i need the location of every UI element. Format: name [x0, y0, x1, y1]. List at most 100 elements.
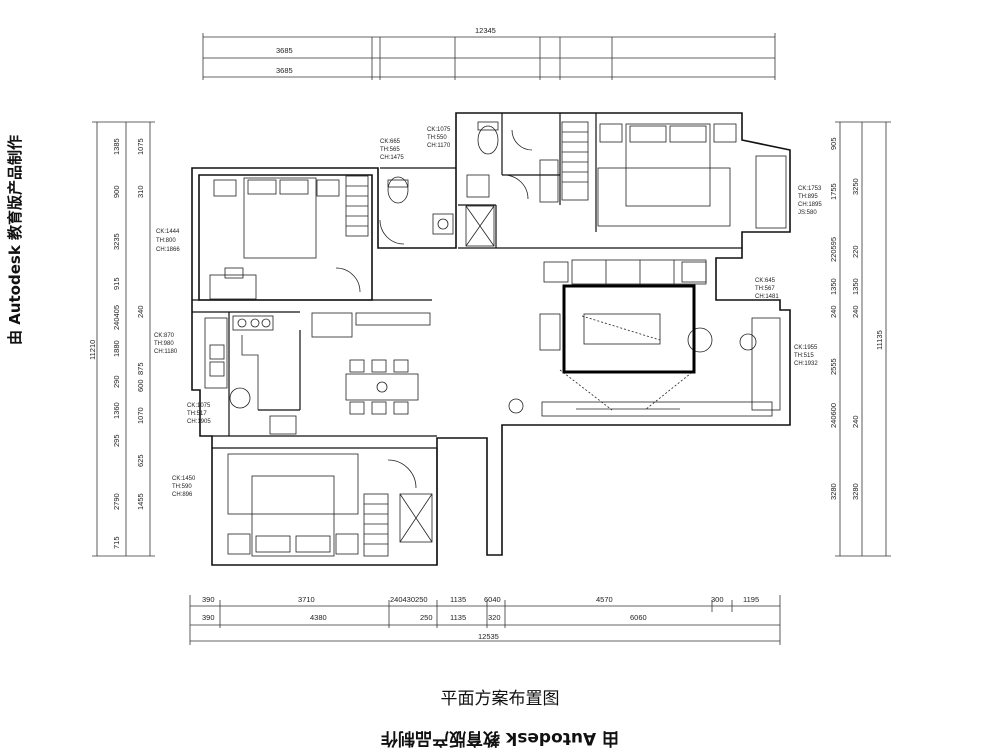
svg-text:TH:550: TH:550 — [427, 135, 447, 141]
svg-text:240: 240 — [136, 305, 145, 318]
svg-text:TH:567: TH:567 — [755, 286, 775, 292]
watermark-left: 由 Autodesk 教育版产品制作 — [6, 135, 24, 345]
svg-text:CH:1905: CH:1905 — [187, 419, 211, 425]
svg-text:CK:1075: CK:1075 — [187, 403, 211, 409]
svg-text:2555: 2555 — [829, 358, 838, 375]
svg-text:1070: 1070 — [136, 407, 145, 424]
svg-text:TH:515: TH:515 — [794, 353, 814, 359]
interior-walls — [192, 113, 742, 565]
svg-text:TH:565: TH:565 — [380, 147, 400, 153]
svg-text:CH:1895: CH:1895 — [798, 202, 822, 208]
note-master-bedroom: CK:1444 TH:800 CH:1866 — [156, 229, 180, 253]
svg-text:3280: 3280 — [829, 483, 838, 500]
svg-text:TH:517: TH:517 — [187, 411, 207, 417]
svg-text:240: 240 — [851, 305, 860, 318]
svg-text:CK:870: CK:870 — [154, 333, 175, 339]
bottom-dimensions — [189, 595, 781, 645]
note-dining-left: CK:1075 TH:517 CH:1905 — [187, 403, 211, 425]
bedroom-right-furniture — [561, 121, 787, 229]
svg-text:TH:980: TH:980 — [154, 341, 174, 347]
svg-text:CK:1444: CK:1444 — [156, 229, 180, 235]
svg-text:CH:1475: CH:1475 — [380, 155, 404, 161]
svg-text:TH:895: TH:895 — [798, 194, 818, 200]
svg-text:TH:800: TH:800 — [156, 238, 176, 244]
svg-text:240600: 240600 — [829, 403, 838, 428]
bedroom-left-furniture — [209, 175, 369, 300]
svg-text:905: 905 — [829, 137, 838, 150]
right-dim-total: 11135 — [875, 330, 884, 350]
svg-text:4570: 4570 — [596, 595, 613, 604]
svg-text:CK:1955: CK:1955 — [794, 345, 818, 351]
svg-text:CH:1866: CH:1866 — [156, 247, 180, 253]
svg-text:240: 240 — [829, 305, 838, 318]
exterior-walls — [191, 112, 791, 566]
svg-text:1385: 1385 — [112, 138, 121, 155]
svg-text:CH:1481: CH:1481 — [755, 294, 779, 300]
note-living-right: CK:645 TH:567 CH:1481 — [755, 278, 779, 300]
note-kitchen: CK:870 TH:980 CH:1180 — [154, 333, 178, 355]
bottom-dim-row1: 390 3710 240430250 1135 6040 4570 300 11… — [202, 595, 759, 604]
svg-text:2790: 2790 — [112, 493, 121, 510]
bottom-bedroom-furniture — [227, 453, 433, 557]
note-living-window: CK:1955 TH:515 CH:1932 — [794, 345, 818, 367]
bath-left-fixtures — [379, 174, 490, 245]
svg-text:1195: 1195 — [743, 595, 759, 604]
svg-text:220595: 220595 — [829, 237, 838, 262]
bottom-dim-total: 12535 — [478, 632, 499, 641]
note-bedroom-right: CK:1753 TH:895 CH:1895 JS:580 — [798, 186, 822, 216]
svg-text:240430250: 240430250 — [390, 595, 428, 604]
svg-text:1360: 1360 — [112, 402, 121, 419]
left-dim-col1: 1385 900 3235 915 240405 1880 290 1360 2… — [112, 138, 121, 549]
svg-text:250: 250 — [420, 613, 433, 622]
top-dim-row2: 3685 — [276, 66, 293, 75]
svg-text:CH:1932: CH:1932 — [794, 361, 818, 367]
svg-text:CK:1075: CK:1075 — [427, 127, 451, 133]
svg-text:715: 715 — [112, 536, 121, 549]
svg-text:1755: 1755 — [829, 183, 838, 200]
note-bottom-bedroom: CK:1450 TH:590 CH:896 — [172, 476, 196, 498]
note-bath-right: CK:1075 TH:550 CH:1170 — [427, 127, 451, 149]
svg-text:3280: 3280 — [851, 483, 860, 500]
left-dim-total: 11210 — [88, 340, 97, 360]
right-dim-col2: 3250 220 1350 240 240 3280 — [851, 178, 860, 500]
svg-text:300: 300 — [711, 595, 724, 604]
svg-text:1455: 1455 — [136, 493, 145, 510]
svg-text:3235: 3235 — [112, 233, 121, 250]
svg-text:TH:590: TH:590 — [172, 484, 192, 490]
left-dim-col2: 1075 310 240 875 600 1070 625 1455 — [136, 138, 145, 510]
bath-right-fixtures — [465, 121, 559, 247]
svg-text:3250: 3250 — [851, 178, 860, 195]
svg-text:390: 390 — [202, 595, 215, 604]
top-dimensions — [202, 33, 776, 80]
watermark-bottom: 由 Autodesk 教育版产品制作 — [380, 728, 620, 748]
svg-text:CH:896: CH:896 — [172, 492, 193, 498]
svg-text:240: 240 — [851, 415, 860, 428]
note-bath-left: CK:665 TH:565 CH:1475 — [380, 139, 404, 161]
svg-text:3710: 3710 — [298, 595, 315, 604]
svg-text:320: 320 — [488, 613, 501, 622]
svg-text:CK:645: CK:645 — [755, 278, 776, 284]
svg-text:CK:1450: CK:1450 — [172, 476, 196, 482]
left-dimensions — [92, 121, 155, 557]
svg-text:1350: 1350 — [829, 278, 838, 295]
svg-text:CK:1753: CK:1753 — [798, 186, 822, 192]
svg-text:220: 220 — [851, 245, 860, 258]
svg-text:1135: 1135 — [450, 595, 466, 604]
right-dim-col1: 905 1755 220595 1350 240 2555 240600 328… — [829, 137, 838, 500]
drawing-title: 平面方案布置图 — [440, 689, 560, 709]
svg-text:390: 390 — [202, 613, 215, 622]
living-room-furniture — [508, 259, 781, 417]
svg-text:310: 310 — [136, 185, 145, 198]
svg-text:JS:580: JS:580 — [798, 210, 817, 216]
kitchen-fixtures — [204, 312, 431, 435]
rug-outline — [562, 284, 696, 374]
svg-text:6040: 6040 — [484, 595, 501, 604]
svg-text:295: 295 — [112, 434, 121, 447]
top-dim-row1: 3685 — [276, 46, 293, 55]
svg-text:600: 600 — [136, 379, 145, 392]
svg-text:875: 875 — [136, 362, 145, 375]
svg-text:900: 900 — [112, 185, 121, 198]
svg-text:625: 625 — [136, 454, 145, 467]
svg-text:915: 915 — [112, 277, 121, 290]
